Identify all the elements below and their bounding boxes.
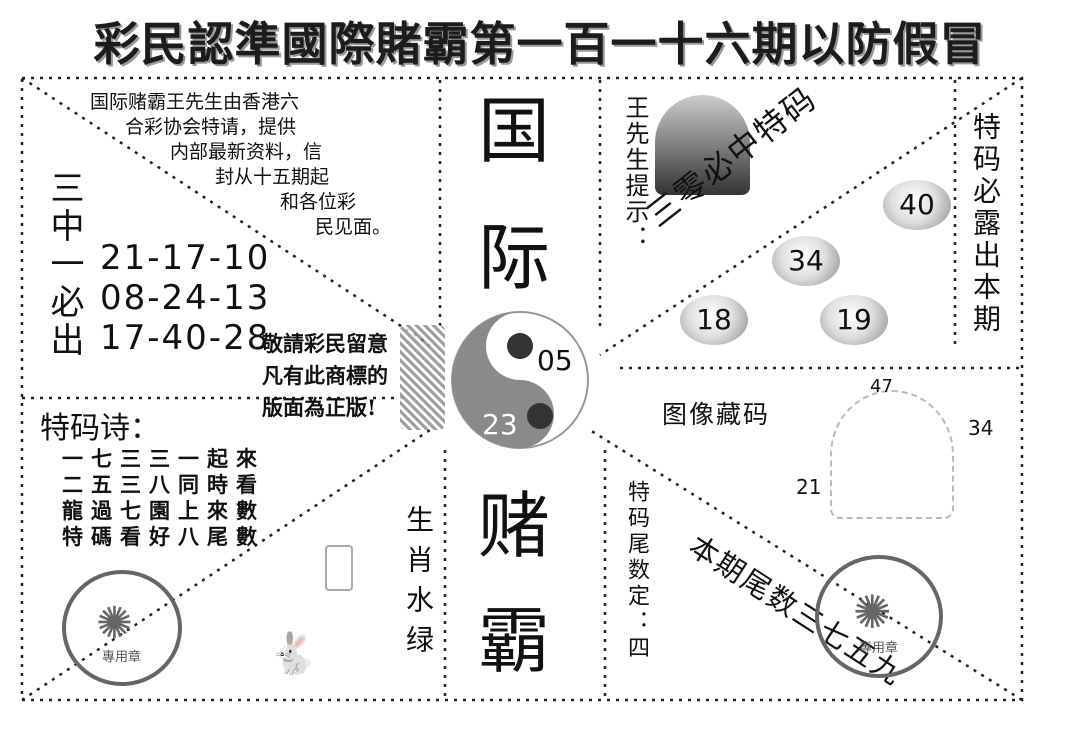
intro-line: 和各位彩	[280, 191, 357, 213]
stamp-star-icon: ✺	[96, 598, 133, 649]
poem-line: 特碼看好八尾數	[62, 524, 265, 549]
yinyang-top-number: 05	[537, 344, 573, 377]
image-code-number: 21	[796, 475, 822, 499]
tree-image-icon	[830, 390, 954, 519]
zodiac-text: 生肖水绿	[402, 505, 435, 665]
intro-line: 民见面。	[315, 216, 392, 238]
number-row: 08-24-13	[100, 278, 271, 318]
mr-wang-portrait	[655, 95, 750, 195]
stamp-text: 專用章	[859, 641, 899, 656]
rabbit-icon: 🐇	[268, 631, 318, 677]
number-ball: 40	[883, 180, 951, 230]
page-title: 彩民認準國際賭霸第一百一十六期以防假冒	[93, 17, 987, 71]
poem-body: 一七三三一起來 二五三八同時看 龍過七園上來數 特碼看好八尾數	[62, 446, 265, 550]
number-row: 21-17-10	[100, 238, 271, 278]
notice-text: 敬請彩民留意 凡有此商標的 版面為正版!	[262, 328, 388, 424]
poem-line: 二五三八同時看	[62, 472, 265, 497]
intro-line: 国际赌霸王先生由香港六	[90, 91, 300, 113]
notice-line: 版面為正版!	[262, 395, 377, 420]
image-code-label: 图像藏码	[662, 400, 771, 429]
intro-line: 内部最新资料，信	[170, 141, 323, 163]
trademark-emblem	[400, 325, 445, 430]
three-in-one-numbers: 21-17-10 08-24-13 17-40-28	[100, 238, 270, 358]
three-in-one-label: 三中一必出	[44, 170, 84, 360]
poem-line: 一七三三一起來	[62, 446, 265, 471]
center-char: 赌	[478, 484, 551, 568]
image-code-number: 47	[870, 376, 893, 397]
number-ball: 19	[820, 295, 888, 345]
horse-figure-icon	[325, 545, 353, 591]
center-char: 际	[478, 216, 551, 300]
stamp-text: 專用章	[102, 650, 142, 665]
yin-yang-icon	[451, 311, 589, 449]
tip-label: 王先生提示：	[621, 95, 649, 251]
tail-label: 特码尾数定：四	[624, 480, 649, 662]
official-stamp: ✺ 專用章	[815, 555, 943, 678]
yinyang-bottom-number: 23	[482, 408, 518, 441]
tip-side-text: 特码必露出本期	[969, 112, 1002, 336]
number-ball: 18	[680, 295, 748, 345]
notice-line: 敬請彩民留意	[262, 331, 388, 356]
official-stamp: ✺ 專用章	[62, 570, 182, 686]
number-row: 17-40-28	[100, 318, 271, 358]
intro-text: 国际赌霸王先生由香港六 合彩协会特请，提供 内部最新资料，信 封从十五期起 和各…	[85, 90, 430, 240]
center-char: 霸	[478, 599, 551, 683]
notice-line: 凡有此商標的	[262, 363, 388, 388]
poem-title: 特码诗：	[40, 411, 160, 446]
center-char: 国	[478, 89, 551, 173]
image-code-number: 34	[968, 416, 994, 440]
poem-line: 龍過七園上來數	[62, 498, 265, 523]
number-ball: 34	[772, 236, 840, 286]
intro-line: 合彩协会特请，提供	[125, 116, 297, 138]
stamp-star-icon: ✺	[853, 585, 892, 639]
intro-line: 封从十五期起	[215, 166, 330, 188]
